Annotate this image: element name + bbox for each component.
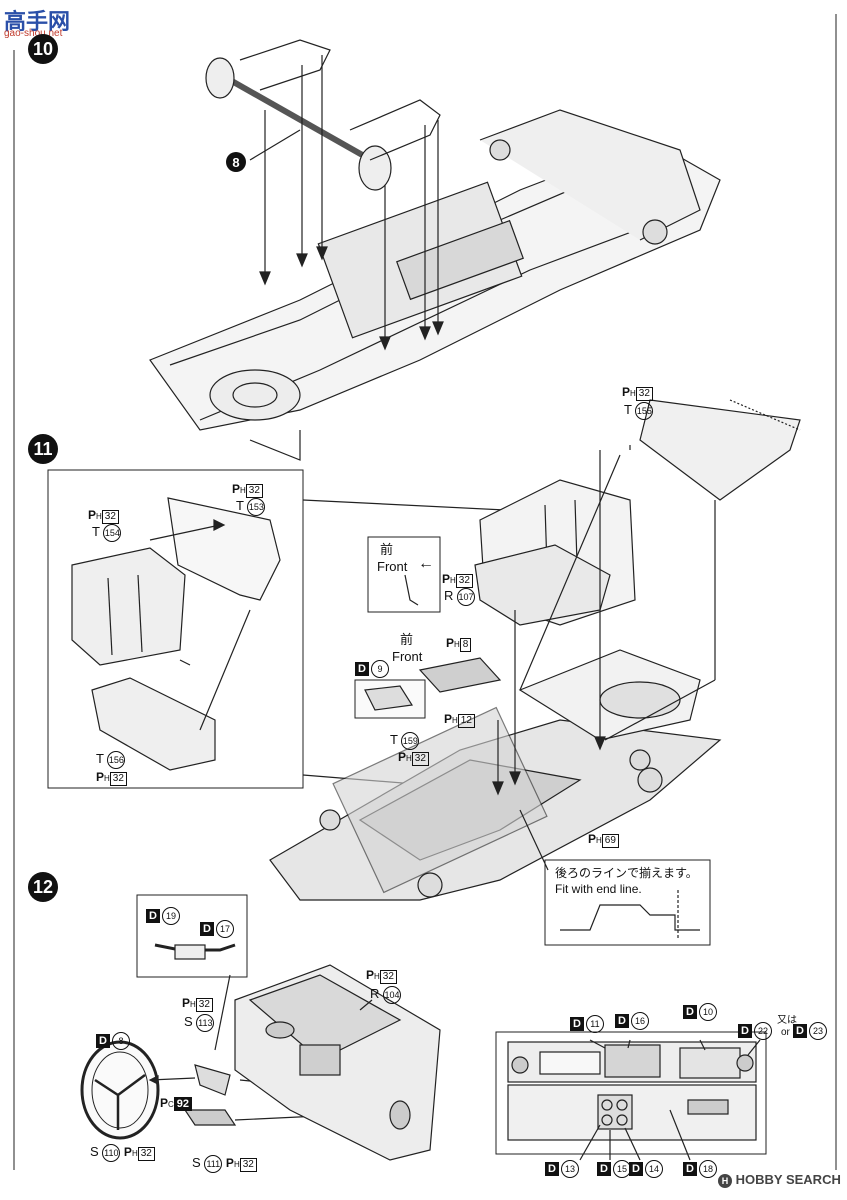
hobby-search-text: HOBBY SEARCH [735, 1172, 841, 1187]
label-t155: T 155 [624, 402, 654, 420]
hobby-search-logo-icon: H [718, 1174, 732, 1188]
front-label-en: Front [392, 649, 423, 664]
fit-note-en: Fit with end line. [555, 882, 642, 896]
label-t153: T 153 [236, 498, 266, 516]
label-or-jp: 又は [777, 1015, 797, 1026]
watermark-url: gao-shou.net [4, 28, 63, 39]
watermark-hobby-search: H HOBBY SEARCH [718, 1172, 841, 1188]
part-8-callout: 8 [226, 152, 246, 172]
front-label-jp-boxed: 前 [380, 542, 394, 557]
front-arrow-icon: ← [418, 555, 434, 572]
step10-chassis [149, 39, 721, 461]
label-or-en: or [781, 1027, 790, 1038]
label-s113: S 113 [184, 1014, 215, 1032]
rear-seat-detail-box [47, 469, 304, 789]
step-12-badge: 12 [28, 872, 58, 902]
label-r104: R 104 [370, 986, 402, 1004]
interior-floor [269, 399, 801, 901]
label-t156: T 156 [96, 751, 126, 769]
step-10-badge: 10 [28, 34, 58, 64]
front-label-jp: 前 [400, 632, 414, 647]
rear-seat-parts [71, 497, 281, 771]
label-t154: T 154 [92, 524, 122, 542]
step-11-badge: 11 [28, 434, 58, 464]
label-t159: T 159 [390, 732, 420, 750]
fit-note-jp: 後ろのラインで揃えます。 [555, 866, 698, 880]
label-r107: R 107 [444, 588, 476, 606]
watermark-logo-cn: 高手网 [4, 9, 71, 34]
front-label-en-boxed: Front [377, 559, 408, 574]
